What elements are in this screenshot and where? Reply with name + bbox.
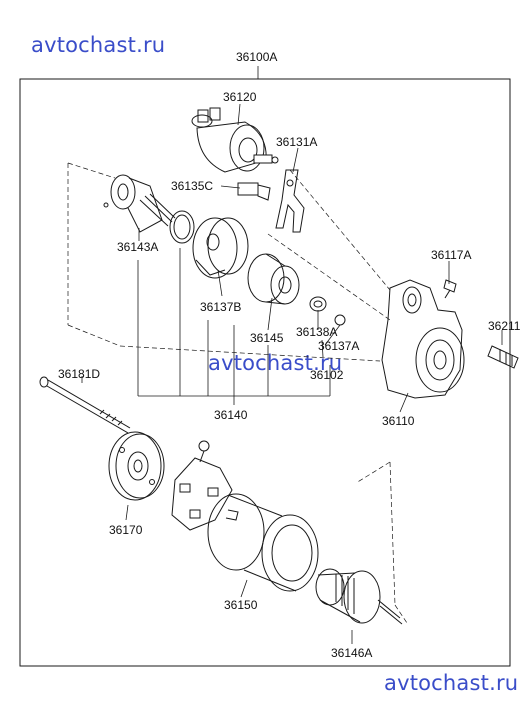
label-36131A: 36131A — [276, 135, 317, 149]
label-36145: 36145 — [250, 331, 284, 345]
pinion-shaft-drawing — [103, 174, 176, 233]
label-36146A: 36146A — [331, 646, 372, 660]
alignment-dash-lines — [67, 162, 408, 624]
label-36140: 36140 — [214, 408, 248, 422]
o-ring-drawing — [169, 210, 195, 244]
solenoid-drawing — [191, 107, 279, 173]
label-36100A: 36100A — [236, 50, 277, 64]
label-36137A: 36137A — [318, 339, 359, 353]
label-36138A: 36138A — [296, 325, 337, 339]
small-bolt-drawing — [443, 279, 457, 299]
diagram-frame — [19, 78, 511, 667]
label-36143A: 36143A — [117, 240, 158, 254]
yoke-drawing — [207, 493, 319, 592]
mount-bolt-drawing — [487, 345, 519, 369]
front-bracket-drawing — [381, 279, 465, 399]
armature-drawing — [315, 568, 403, 625]
watermark-bottom: avtochast.ru — [384, 671, 519, 695]
label-36110: 36110 — [382, 414, 415, 428]
label-36211: 36211 — [488, 319, 521, 333]
rear-cover-drawing — [108, 431, 165, 501]
lever-drawing — [275, 169, 305, 233]
label-36102: 36102 — [310, 368, 344, 382]
label-36120: 36120 — [223, 90, 257, 104]
label-36135C: 36135C — [171, 179, 213, 193]
clutch-drawing — [247, 253, 300, 305]
watermark-top: avtochast.ru — [31, 33, 166, 57]
lever-holder-drawing — [237, 182, 271, 201]
through-bolt-drawing — [39, 376, 131, 434]
leader-lines — [81, 66, 503, 644]
washer-drawing — [309, 296, 346, 326]
label-36117A: 36117A — [431, 248, 471, 262]
label-36150: 36150 — [224, 598, 258, 612]
brush-holder-drawing — [171, 440, 233, 531]
part-labels: 36100A 36120 36131A 36135C 36143A 36137B… — [58, 50, 521, 660]
label-36181D: 36181D — [58, 367, 100, 381]
gear-housing-drawing — [192, 217, 249, 279]
label-36170: 36170 — [109, 523, 143, 537]
label-36137B: 36137B — [200, 300, 241, 314]
